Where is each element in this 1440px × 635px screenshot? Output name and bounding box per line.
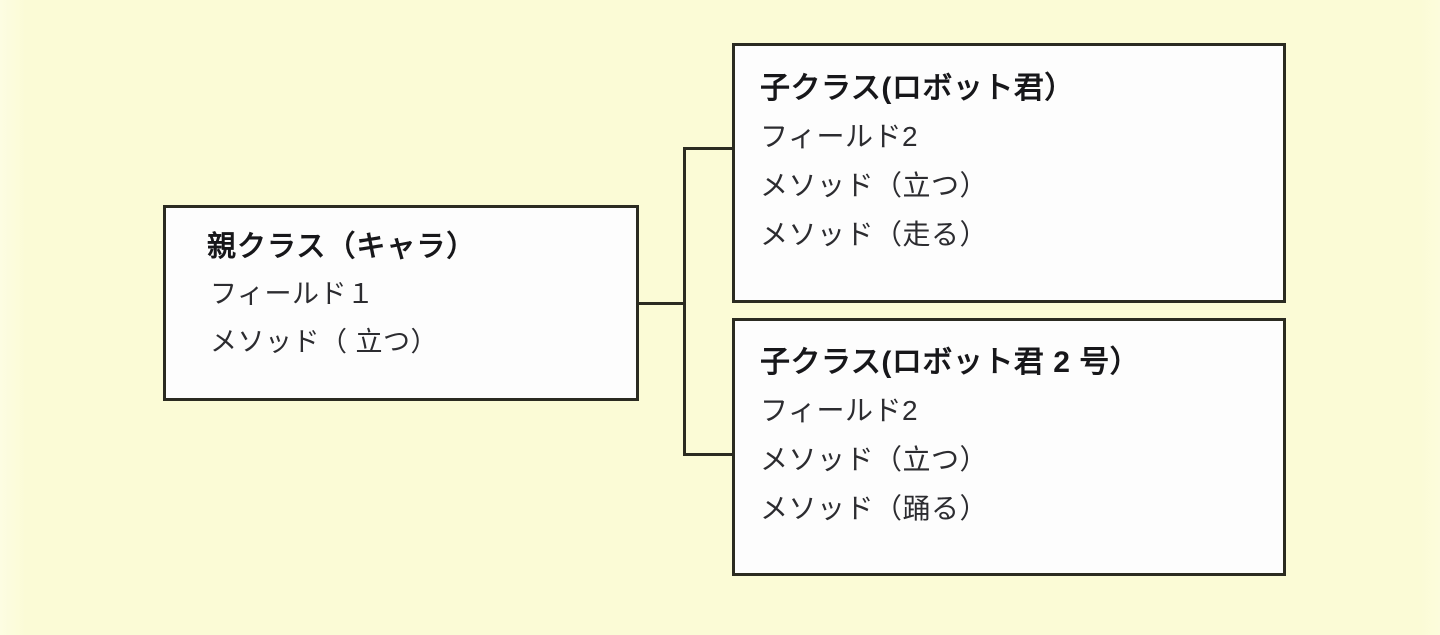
child-class-2-method-1: メソッド（立つ） (760, 444, 989, 475)
child-class-1-method-2: メソッド（走る） (760, 219, 989, 250)
connector-trunk-to-child-1 (683, 147, 734, 150)
parent-class-content: 親クラス（キャラ） フィールド１ メソッド（ 立つ） (166, 208, 636, 366)
parent-class-title: 親クラス（キャラ） (207, 231, 477, 263)
child-class-box-2[interactable]: 子クラス(ロボット君 2 号） フィールド2 メソッド（立つ） メソッド（踊る） (732, 318, 1286, 576)
parent-class-method: メソッド（ 立つ） (210, 327, 439, 357)
child-class-2-method-2: メソッド（踊る） (760, 493, 989, 524)
child-class-1-content: 子クラス(ロボット君） フィールド2 メソッド（立つ） メソッド（走る） (735, 46, 1283, 259)
child-class-box-1[interactable]: 子クラス(ロボット君） フィールド2 メソッド（立つ） メソッド（走る） (732, 43, 1286, 303)
child-class-1-method-1: メソッド（立つ） (760, 170, 989, 201)
child-class-2-title: 子クラス(ロボット君 2 号） (760, 346, 1141, 379)
child-class-2-field: フィールド2 (760, 395, 919, 426)
connector-parent-to-trunk (636, 302, 686, 305)
connector-trunk-vertical (683, 147, 686, 456)
child-class-2-content: 子クラス(ロボット君 2 号） フィールド2 メソッド（立つ） メソッド（踊る） (735, 321, 1283, 533)
parent-class-field: フィールド１ (210, 279, 375, 309)
child-class-1-title: 子クラス(ロボット君） (760, 72, 1075, 105)
parent-class-box[interactable]: 親クラス（キャラ） フィールド１ メソッド（ 立つ） (163, 205, 639, 401)
child-class-1-field: フィールド2 (760, 121, 919, 152)
connector-trunk-to-child-2 (683, 453, 734, 456)
